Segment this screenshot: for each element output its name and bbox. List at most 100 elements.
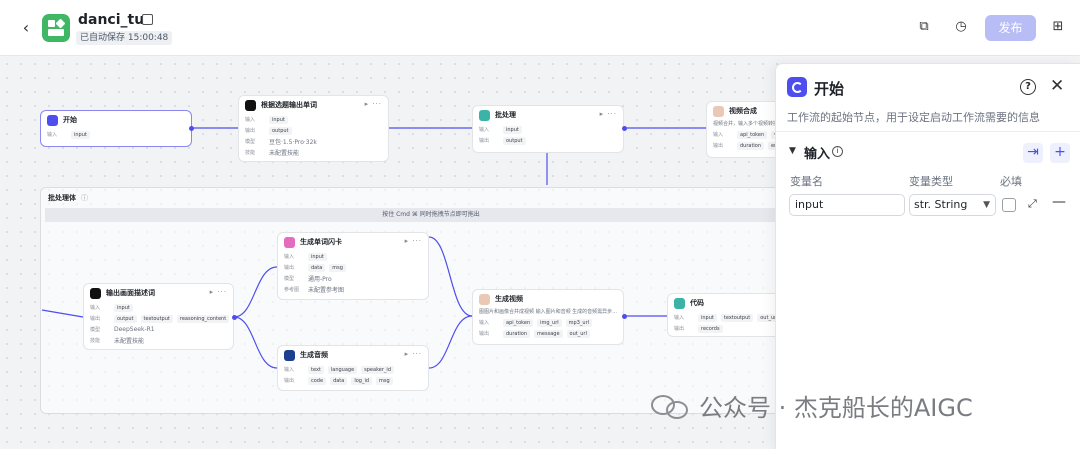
close-icon[interactable]: ✕: [1050, 76, 1065, 96]
row-label: 输入: [47, 132, 58, 138]
node-title: 视频合成: [729, 107, 757, 115]
model-name: 豆包·1.5·Pro·32k: [269, 139, 317, 146]
edit-icon[interactable]: [142, 14, 153, 25]
node-title: 生成单词闪卡: [300, 238, 342, 246]
panel-title: 开始: [814, 80, 845, 98]
row-label: 输入: [674, 315, 685, 321]
var-chip: input: [114, 303, 133, 312]
add-panel-icon[interactable]: ⊞: [1052, 19, 1064, 34]
row-label: 输出: [245, 128, 256, 134]
publish-button[interactable]: 发布: [985, 15, 1036, 41]
row-label: 输入: [479, 127, 490, 133]
skill-value: 未配置技能: [269, 150, 300, 157]
help-icon[interactable]: ?: [1020, 79, 1036, 95]
output-port[interactable]: [622, 126, 627, 131]
node-title: 生成视频: [495, 295, 523, 303]
row-label: 输出: [479, 138, 490, 144]
remove-variable-button[interactable]: —: [1052, 194, 1066, 210]
col-required-header: 必填: [1000, 175, 1022, 188]
required-checkbox[interactable]: [1002, 198, 1016, 212]
start-icon: [47, 114, 58, 126]
col-name-header: 变量名: [790, 175, 823, 188]
history-icon[interactable]: ◷: [955, 19, 967, 34]
section-title: 输入: [804, 147, 831, 162]
more-icon[interactable]: ▸ ···: [599, 110, 617, 118]
row-label: 技能: [90, 338, 101, 344]
var-chip: duration: [503, 329, 531, 338]
more-icon[interactable]: ▸ ···: [404, 350, 422, 358]
var-chip: img_url: [537, 318, 562, 327]
var-chip: input: [269, 115, 288, 124]
output-port[interactable]: [232, 315, 237, 320]
output-port[interactable]: [189, 126, 194, 131]
divider: [776, 131, 1080, 132]
node-title: 输出画面描述词: [106, 289, 155, 297]
info-icon: i: [832, 146, 843, 157]
panel-description: 工作流的起始节点，用于设定启动工作流需要的信息: [787, 111, 1040, 124]
var-chip: err: [768, 141, 782, 150]
edges: [41, 127, 706, 369]
row-label: 输入: [284, 367, 295, 373]
chevron-left-icon[interactable]: ‹: [22, 18, 30, 37]
var-chip: duration: [737, 141, 765, 150]
var-chip: code: [308, 376, 327, 385]
watermark: 公众号 · 杰克船长的AIGC: [651, 388, 973, 423]
variable-type-select[interactable]: str. String▼: [909, 194, 996, 216]
node-desc: 图图片和画像合并成视频 输入图片和音频 生成的音频需异步...: [479, 309, 617, 315]
row-label: 输入: [284, 254, 295, 260]
batch-hint: 按住 Cmd ⌘ 同时拖拽节点即可拖出: [45, 208, 817, 222]
batch-group-title: 批处理体: [48, 193, 76, 202]
variable-name-input[interactable]: input: [789, 194, 905, 216]
var-chip: textoutput: [720, 313, 754, 322]
node-title: 开始: [63, 116, 77, 124]
add-variable-button[interactable]: +: [1050, 143, 1070, 163]
image-gen-icon: [284, 236, 295, 248]
node-title: 代码: [690, 299, 704, 307]
watermark-text: 公众号 · 杰克船长的AIGC: [699, 394, 973, 422]
expand-icon[interactable]: ⤢: [1028, 197, 1037, 210]
import-button[interactable]: ⇥: [1023, 143, 1043, 163]
app-logo-icon: [42, 14, 70, 42]
more-icon[interactable]: ▸ ···: [364, 100, 382, 108]
var-chip: text: [308, 365, 324, 374]
model-name: 通用-Pro: [308, 276, 332, 283]
var-chip: out_url: [757, 313, 781, 322]
row-label: 输入: [245, 117, 256, 123]
output-port[interactable]: [622, 314, 627, 319]
col-type-header: 变量类型: [909, 175, 953, 188]
autosave-status: 已自动保存 15:00:48: [76, 31, 173, 45]
more-icon[interactable]: ▸ ···: [209, 288, 227, 296]
var-chip: out_url: [566, 329, 590, 338]
row-label: 输出: [90, 316, 101, 322]
row-label: 参考图: [284, 287, 300, 293]
row-label: 输出: [284, 265, 295, 271]
top-bar: ‹ danci_tu 已自动保存 15:00:48 ⧉ ◷ 发布 ⊞: [0, 0, 1080, 56]
info-icon: ⓘ: [81, 193, 88, 202]
app-name: danci_tu: [78, 12, 145, 28]
row-label: 输出: [284, 378, 295, 384]
var-chip: input: [71, 130, 90, 139]
copy-icon[interactable]: ⧉: [919, 19, 929, 34]
var-chip: api_token: [737, 130, 768, 139]
node-title: 根据选题输出单词: [261, 101, 317, 109]
start-icon: [787, 77, 807, 97]
chevron-down-icon[interactable]: ▼: [789, 146, 796, 156]
wechat-icon: [651, 391, 691, 421]
var-chip: speaker_id: [361, 365, 394, 374]
row-label: 模型: [245, 139, 256, 145]
node-start[interactable]: 开始 输入 input: [40, 110, 192, 147]
chevron-down-icon: ▼: [983, 200, 990, 210]
var-chip: log_id: [351, 376, 373, 385]
var-chip: api_token: [503, 318, 534, 327]
var-chip: input: [698, 313, 717, 322]
ref-value: 未配置参考图: [308, 287, 345, 294]
more-icon[interactable]: ▸ ···: [404, 237, 422, 245]
var-chip: output: [114, 314, 137, 323]
plugin-icon: [713, 105, 724, 117]
